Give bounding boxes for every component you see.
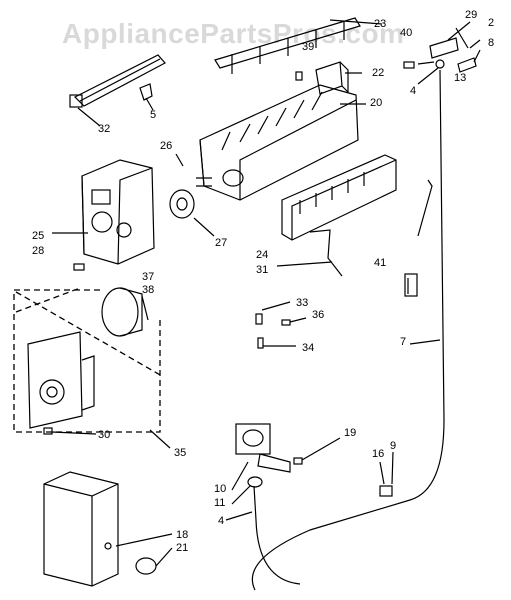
callout-38: 38 bbox=[142, 284, 155, 296]
part-11-nut bbox=[247, 476, 263, 488]
watermark: AppliancePartsPros.com bbox=[62, 18, 405, 49]
callout-18: 18 bbox=[176, 529, 189, 541]
part-33-screw bbox=[255, 301, 291, 325]
callout-4-upper: 4 bbox=[410, 85, 417, 97]
callout-2: 2 bbox=[488, 17, 495, 29]
callout-34: 34 bbox=[302, 342, 315, 354]
part-22-bracket bbox=[315, 61, 349, 95]
callout-25: 25 bbox=[32, 230, 45, 242]
callout-5: 5 bbox=[150, 109, 157, 121]
callout-28: 28 bbox=[32, 245, 45, 257]
callout-33: 33 bbox=[296, 297, 309, 309]
part-35-module bbox=[27, 331, 95, 429]
callout-35: 35 bbox=[174, 447, 187, 459]
part-31-arm bbox=[309, 179, 433, 277]
part-18-cover bbox=[43, 471, 119, 587]
part-10-valve bbox=[235, 423, 291, 473]
part-36-screw bbox=[281, 317, 307, 326]
callout-7: 7 bbox=[400, 336, 407, 348]
part-25-housing bbox=[81, 159, 155, 265]
part-21-knob bbox=[135, 547, 173, 575]
part-20-mold bbox=[196, 84, 359, 201]
callout-4-lower: 4 bbox=[218, 515, 225, 527]
callout-16: 16 bbox=[372, 448, 385, 460]
callout-19: 19 bbox=[344, 427, 357, 439]
part-28-screw bbox=[73, 263, 85, 271]
callout-13: 13 bbox=[454, 72, 467, 84]
callout-21: 21 bbox=[176, 542, 189, 554]
callout-22: 22 bbox=[372, 67, 385, 79]
part-29-fill-cup bbox=[403, 27, 477, 73]
part-16-clip bbox=[379, 451, 394, 497]
part-27-motor bbox=[169, 189, 195, 219]
part-41-clip bbox=[404, 273, 418, 297]
callout-37: 37 bbox=[142, 271, 155, 283]
callout-30: 30 bbox=[98, 429, 111, 441]
callout-10: 10 bbox=[214, 483, 227, 495]
callout-26: 26 bbox=[160, 140, 173, 152]
callout-36: 36 bbox=[312, 309, 325, 321]
callout-9: 9 bbox=[390, 440, 397, 452]
callout-39: 39 bbox=[302, 41, 315, 53]
part-30-screws bbox=[43, 427, 53, 435]
part-37-motor bbox=[101, 287, 143, 337]
callout-27: 27 bbox=[215, 237, 228, 249]
part-7-water-tube bbox=[251, 69, 445, 591]
part-35-kit-outline bbox=[13, 287, 163, 433]
callout-24: 24 bbox=[256, 249, 269, 261]
part-23-ejector bbox=[214, 17, 361, 74]
callout-31: 31 bbox=[256, 264, 269, 276]
callout-29: 29 bbox=[465, 9, 478, 21]
callout-8: 8 bbox=[488, 37, 495, 49]
part-24-shelf bbox=[281, 154, 397, 241]
callout-41: 41 bbox=[374, 257, 387, 269]
callout-20: 20 bbox=[370, 97, 383, 109]
callout-11: 11 bbox=[214, 497, 226, 509]
part-19-screw bbox=[293, 437, 341, 465]
callout-32: 32 bbox=[98, 123, 111, 135]
part-5-clip bbox=[139, 83, 153, 101]
callout-40: 40 bbox=[400, 27, 413, 39]
callout-23: 23 bbox=[374, 18, 387, 30]
part-34-screw bbox=[257, 337, 296, 349]
part-32-bracket bbox=[69, 54, 166, 108]
part-39-screw bbox=[295, 71, 303, 81]
